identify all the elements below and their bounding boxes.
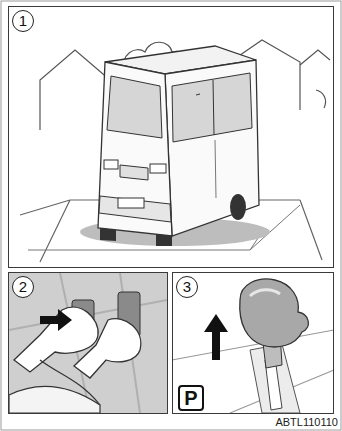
illustration-panel: 1	[8, 6, 334, 268]
illustration-panel: P3	[172, 272, 334, 414]
callout-number: 3	[176, 276, 198, 298]
park-symbol: P	[178, 385, 204, 411]
brake-pedal-scene	[9, 273, 167, 413]
callout-number: 1	[12, 10, 34, 32]
park-position-letter: P	[184, 388, 197, 408]
shift-lever-scene	[172, 279, 334, 413]
parked-car-scene	[20, 40, 330, 262]
callout-number: 2	[12, 276, 34, 298]
illustration-panel: 2	[8, 272, 168, 414]
figure-code: ABTL110110	[275, 416, 338, 428]
